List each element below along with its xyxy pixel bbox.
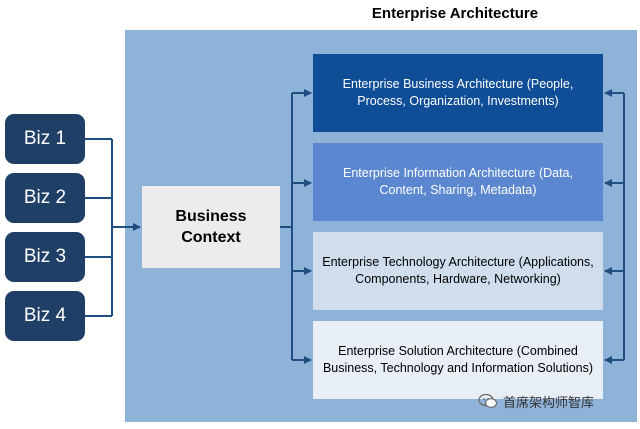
watermark: 首席架构师智库 bbox=[478, 390, 628, 412]
information-architecture-box: Enterprise Information Architecture (Dat… bbox=[313, 143, 603, 221]
business-architecture-box: Enterprise Business Architecture (People… bbox=[313, 54, 603, 132]
biz-3-box: Biz 3 bbox=[5, 232, 85, 282]
wechat-icon bbox=[478, 393, 498, 408]
biz-1-box: Biz 1 bbox=[5, 114, 85, 164]
diagram-title: Enterprise Architecture bbox=[371, 5, 539, 22]
solution-architecture-box: Enterprise Solution Architecture (Combin… bbox=[313, 321, 603, 399]
biz-4-box: Biz 4 bbox=[5, 291, 85, 341]
business-architecture-text: Enterprise Business Architecture (People… bbox=[342, 77, 574, 108]
business-context-line2: Context bbox=[181, 229, 241, 246]
business-context-box: Business Context bbox=[142, 186, 280, 268]
biz-2-box: Biz 2 bbox=[5, 173, 85, 223]
technology-architecture-box: Enterprise Technology Architecture (Appl… bbox=[313, 232, 603, 310]
watermark-text: 首席架构师智库 bbox=[503, 394, 595, 410]
information-architecture-text: Enterprise Information Architecture (Dat… bbox=[343, 166, 573, 197]
solution-architecture-text: Enterprise Solution Architecture (Combin… bbox=[322, 344, 594, 375]
technology-architecture-text: Enterprise Technology Architecture (Appl… bbox=[322, 255, 594, 286]
business-context-line1: Business bbox=[175, 208, 247, 225]
